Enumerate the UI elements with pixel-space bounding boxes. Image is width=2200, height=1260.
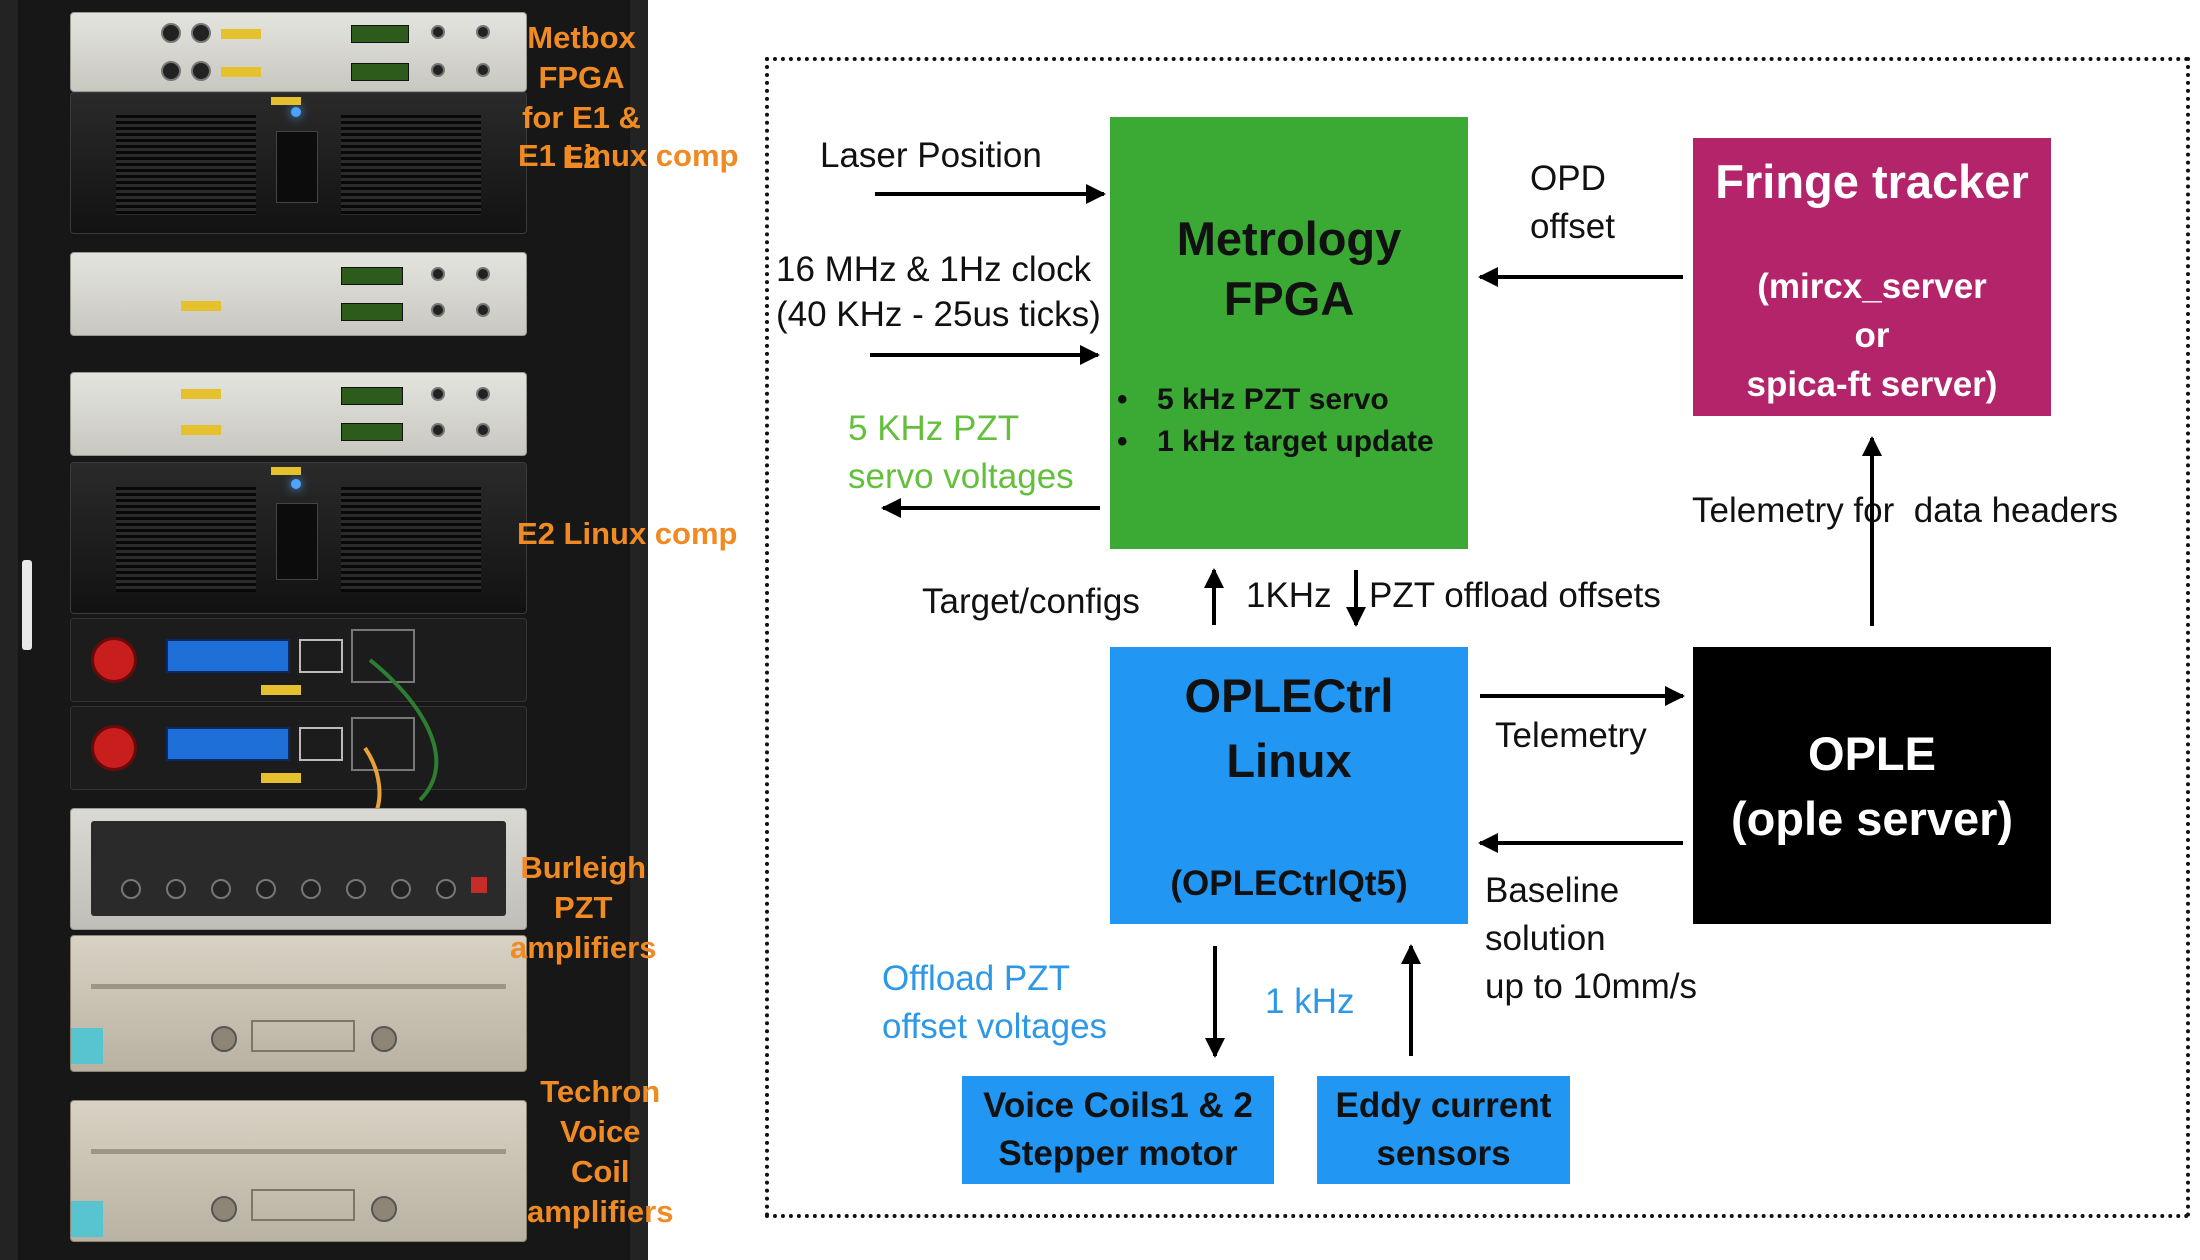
metrology-bullet-item: •5 kHz PZT servo: [1117, 383, 1389, 416]
metrology-bullet-text: 1 kHz target update: [1157, 425, 1434, 458]
metrology-bullet-text: 5 kHz PZT servo: [1157, 383, 1389, 416]
motor-supervisor-unit: [70, 372, 527, 456]
burleigh-pzt-amplifier-unit: [70, 808, 527, 930]
label-servo-voltages: 5 KHz PZT servo voltages: [848, 409, 1074, 496]
label-1khz-lower: 1 kHz: [1265, 982, 1355, 1021]
techron-amplifier-unit-1: [70, 935, 527, 1072]
rack-label-techron: Techron Voice Coil amplifiers: [527, 1074, 674, 1229]
e1-linux-computer-unit: [70, 92, 527, 234]
rack-label-burleigh: Burleigh PZT amplifiers: [510, 850, 657, 965]
ople-title: OPLE (ople server): [1730, 727, 2014, 845]
metrology-fpga-title: Metrology FPGA: [1176, 212, 1402, 325]
eddy-current-title: Eddy current sensors: [1335, 1086, 1552, 1173]
voice-coils-block: Voice Coils1 & 2 Stepper motor: [962, 1076, 1274, 1184]
techron-amplifier-unit-2: [70, 1100, 527, 1242]
rack-door-latch: [22, 560, 32, 650]
label-telemetry: Telemetry: [1495, 716, 1647, 755]
ople-server-block: OPLE (ople server): [1693, 647, 2051, 924]
rack-label-e2: E2 Linux comp: [517, 516, 738, 551]
signal-conditioner-unit: [70, 252, 527, 336]
label-target-configs: Target/configs: [922, 582, 1140, 621]
fringe-tracker-block: Fringe tracker (mircx_server or spica-ft…: [1693, 138, 2051, 416]
label-pzt-offload: PZT offload offsets: [1369, 576, 1661, 615]
fringe-tracker-title: Fringe tracker: [1715, 155, 2029, 208]
label-telemetry-headers: Telemetry for data headers: [1692, 491, 2119, 530]
controller-unit-2: [70, 706, 527, 790]
diagram-dotted-border: [765, 57, 2190, 1218]
metrology-fpga-block: Metrology FPGA •5 kHz PZT servo •1 kHz t…: [1110, 117, 1468, 549]
label-opd-offset: OPD offset: [1530, 159, 1615, 246]
fringe-tracker-subtitle: (mircx_server or spica-ft server): [1746, 267, 1998, 404]
label-1khz: 1KHz: [1246, 576, 1332, 615]
rack-label-metbox: Metbox FPGA for E1 & E2: [522, 20, 641, 175]
rack-rail-left: [0, 0, 18, 1260]
metrology-bullet-list: •5 kHz PZT servo •1 kHz target update: [1117, 379, 1462, 463]
oplectrl-title: OPLECtrl Linux: [1184, 669, 1394, 787]
controller-unit-1: [70, 618, 527, 702]
metrology-bullet-item: •1 kHz target update: [1117, 425, 1434, 458]
rack-photo: Metbox FPGA for E1 & E2 E1 Linux comp E2…: [0, 0, 738, 1260]
label-laser-position: Laser Position: [820, 136, 1042, 175]
eddy-current-sensors-block: Eddy current sensors: [1317, 1076, 1570, 1184]
metbox-fpga-unit: [70, 12, 527, 92]
voice-coils-title: Voice Coils1 & 2 Stepper motor: [983, 1086, 1253, 1173]
label-baseline: Baseline solution up to 10mm/s: [1485, 871, 1698, 1006]
oplectrl-linux-block: OPLECtrl Linux (OPLECtrlQt5): [1110, 647, 1468, 924]
e2-linux-computer-unit: [70, 462, 527, 614]
rack-label-e1: E1 Linux comp: [518, 138, 739, 173]
rack-rail-right: [630, 0, 648, 1260]
label-offload-voltages: Offload PZT offset voltages: [882, 959, 1108, 1046]
oplectrl-subtitle: (OPLECtrlQt5): [1170, 864, 1408, 903]
label-clock: 16 MHz & 1Hz clock (40 KHz - 25us ticks): [776, 250, 1101, 334]
